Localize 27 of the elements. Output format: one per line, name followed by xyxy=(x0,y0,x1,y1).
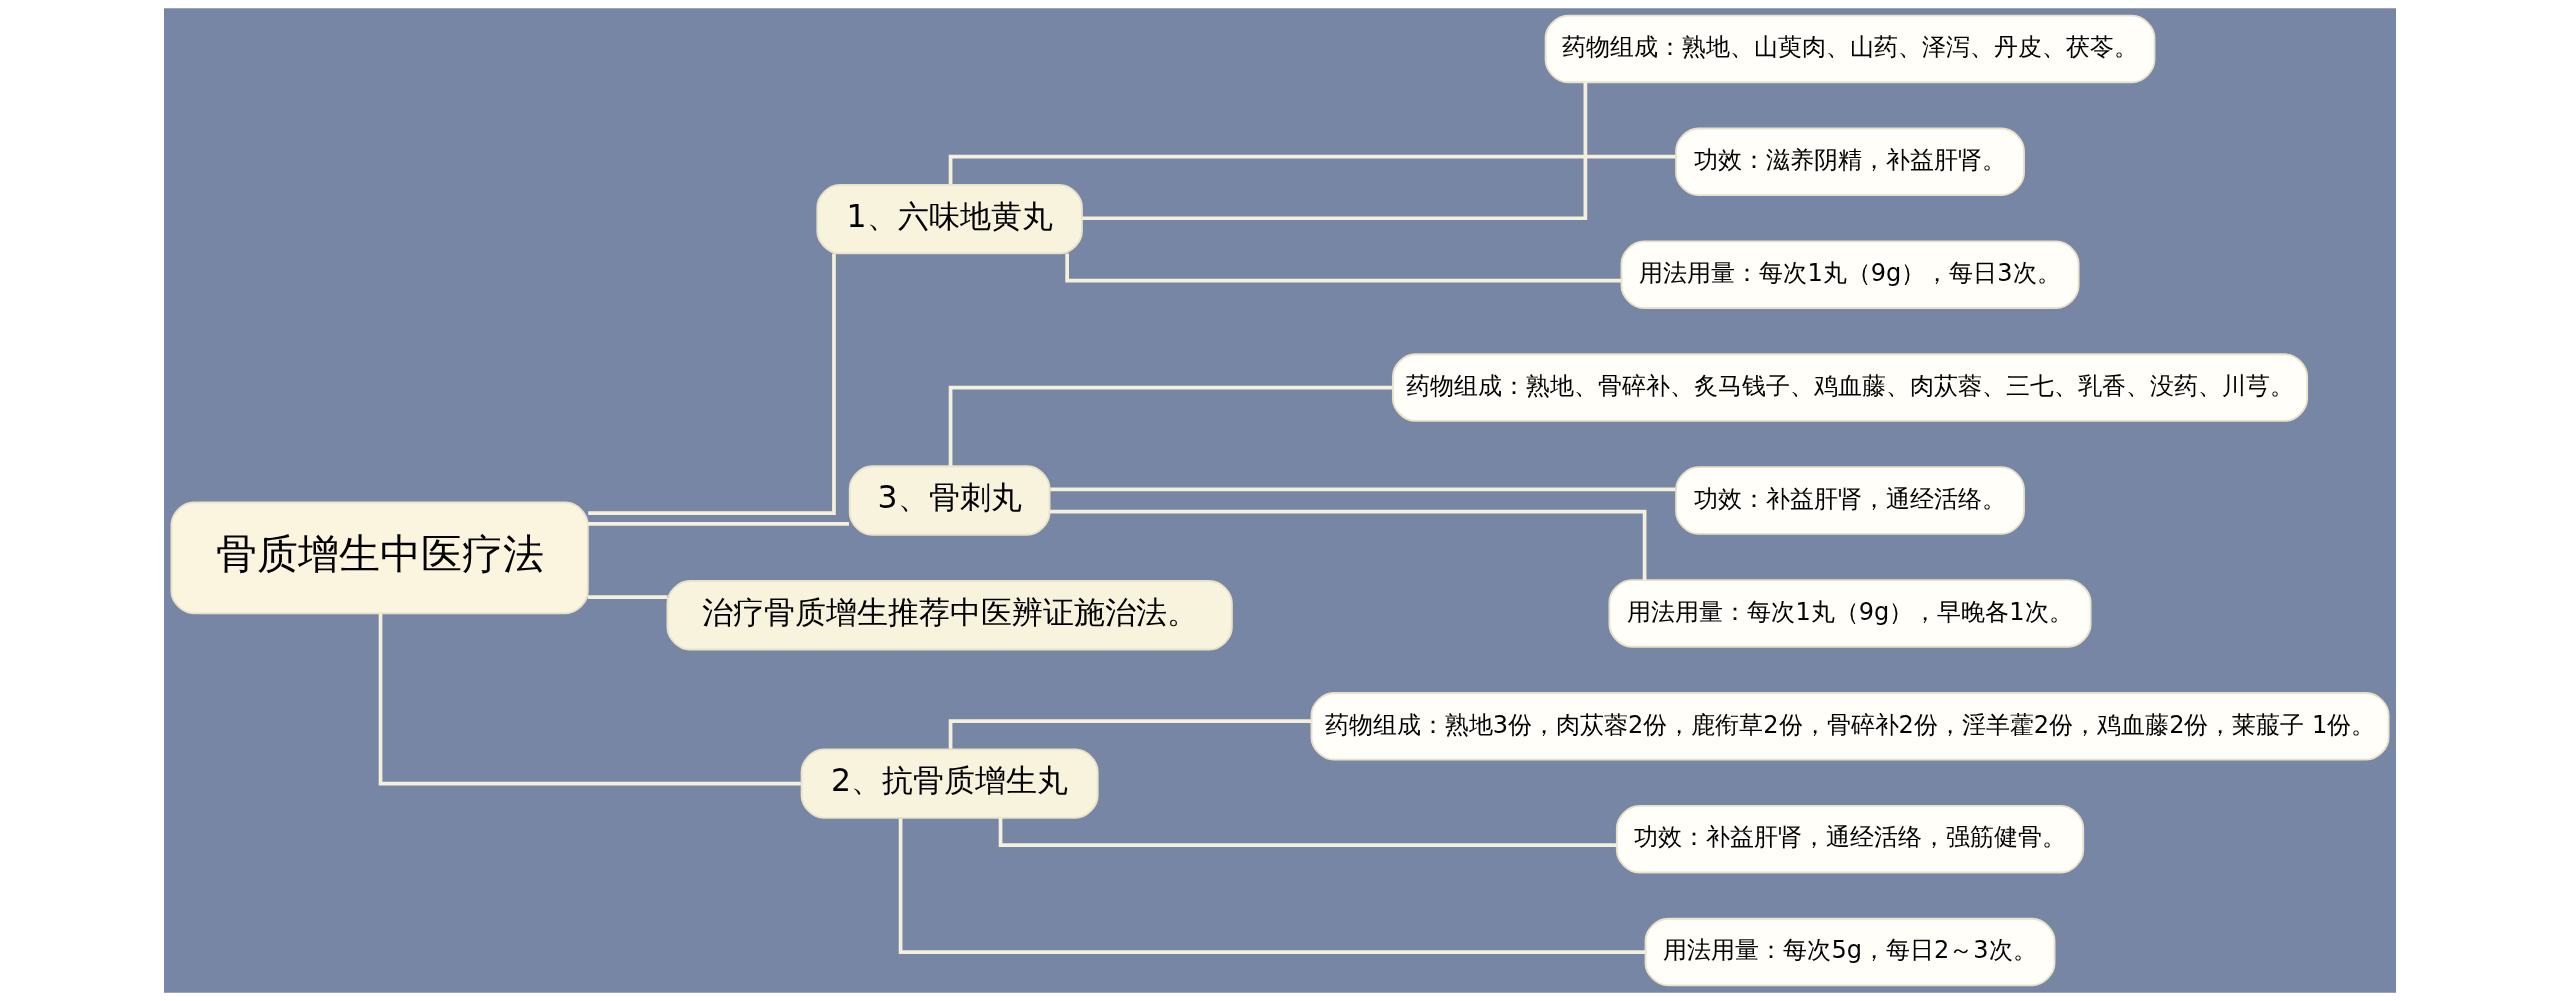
connector xyxy=(1065,253,1621,283)
node-box: 功效：滋养阴精，补益肝肾。 xyxy=(1675,127,2025,197)
node-box: 药物组成：熟地、骨碎补、炙马钱子、鸡血藤、肉苁蓉、三七、乳香、没药、川芎。 xyxy=(1391,353,2309,422)
connector xyxy=(948,385,1393,466)
node-box: 药物组成：熟地3份，肉苁蓉2份，鹿衔草2份，骨碎补2份，淫羊藿2份，鸡血藤2份，莱菔子 1份。 xyxy=(1310,692,2390,761)
connector xyxy=(898,818,1646,954)
node-box: 用法用量：每次1丸（9g），早晚各1次。 xyxy=(1608,579,2092,648)
connector xyxy=(998,818,1617,848)
node-box: 2、抗骨质增生丸 xyxy=(800,748,1099,819)
connector xyxy=(1050,487,1676,492)
node-box: 治疗骨质增生推荐中医辨证施治法。 xyxy=(666,580,1233,651)
node-box: 药物组成：熟地、山萸肉、山药、泽泻、丹皮、茯苓。 xyxy=(1544,14,2156,84)
connector xyxy=(1049,509,1647,581)
node-box: 3、骨刺丸 xyxy=(848,465,1051,536)
node-box: 1、六味地黄丸 xyxy=(816,184,1083,255)
node-box: 骨质增生中医疗法 xyxy=(170,501,589,615)
connector xyxy=(378,613,801,786)
connector xyxy=(588,253,836,515)
node-box: 用法用量：每次5g，每日2～3次。 xyxy=(1644,917,2056,987)
node-box: 功效：补益肝肾，通经活络。 xyxy=(1675,466,2025,535)
connector xyxy=(948,154,1676,185)
connector xyxy=(948,719,1312,749)
connector xyxy=(1082,82,1588,221)
node-box: 用法用量：每次1丸（9g），每日3次。 xyxy=(1620,240,2080,309)
connector xyxy=(587,595,668,600)
connector xyxy=(587,522,849,526)
node-box: 功效：补益肝肾，通经活络，强筋健骨。 xyxy=(1615,804,2085,874)
